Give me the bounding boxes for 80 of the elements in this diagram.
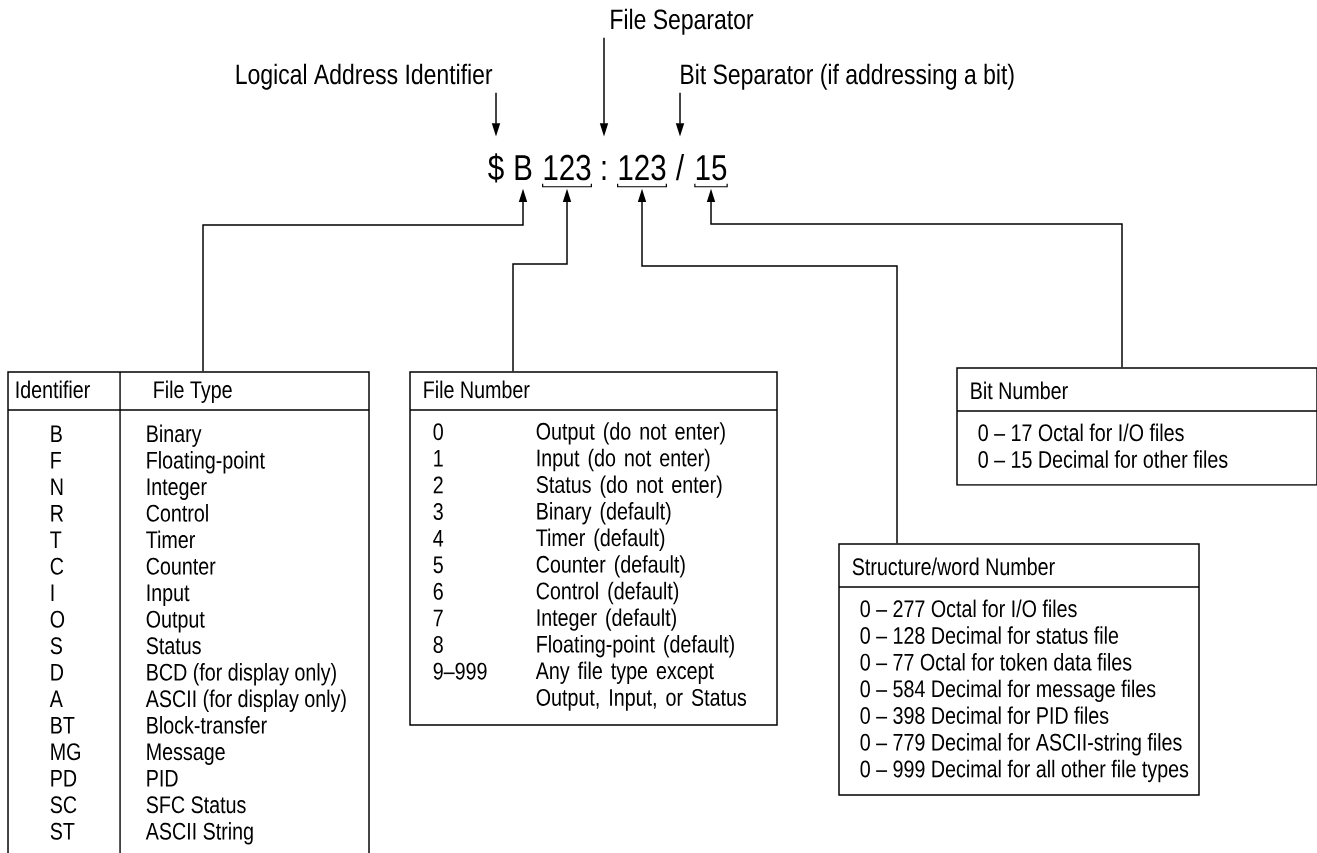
table-cell: T (50, 531, 62, 548)
list-item: Control (default) (536, 581, 679, 605)
list-item: 0 – 77 Octal for token data files (860, 653, 1132, 671)
info-box (838, 543, 1200, 796)
list-item: Timer (default) (536, 528, 665, 551)
address-part: 123 (544, 154, 591, 181)
list-item: 0 – 15 Decimal for other files (978, 450, 1228, 468)
list-item: 8 (433, 636, 443, 654)
list-item: 4 (433, 529, 444, 547)
table-cell: Integer (147, 478, 207, 500)
list-item: Counter (default) (536, 555, 685, 578)
list-item: Binary (default) (537, 502, 671, 525)
table-cell: Control (146, 504, 208, 522)
table-cell: Block-transfer (147, 716, 267, 734)
table-cell: Message (147, 743, 225, 765)
table-cell: F (51, 452, 61, 469)
label: File Separator (611, 8, 754, 35)
box-heading: Bit Number (971, 381, 1068, 400)
column-header: Identifier (16, 380, 90, 399)
label: Bit Separator (if addressing a bit) (681, 63, 1014, 90)
list-item: 0 – 277 Octal for I/O files (860, 599, 1077, 618)
table-cell: N (51, 478, 63, 495)
list-item: Any file type except Output, Input, or Status (535, 661, 747, 711)
table-cell: PD (51, 770, 77, 787)
table-cell: MG (51, 743, 80, 761)
list-item: 0 – 398 Decimal for PID files (860, 706, 1109, 725)
table-cell: B (51, 425, 62, 442)
list-item: 0 – 17 Octal for I/O files (978, 423, 1184, 442)
table-box (7, 371, 370, 853)
table-cell: Status (146, 637, 201, 655)
table-cell: ST (50, 822, 75, 840)
list-item: Status (do not enter) (536, 475, 722, 498)
list-item: 1 (434, 450, 443, 467)
table-cell: BCD (for display only) (147, 663, 336, 686)
list-item: 3 (433, 503, 443, 521)
list-item: Floating-point (default) (537, 635, 734, 658)
list-item: 9–999 (433, 662, 487, 680)
table-cell: SFC Status (146, 796, 246, 814)
list-item: 0 – 999 Decimal for all other file types (860, 759, 1189, 783)
info-box (956, 367, 1317, 486)
info-box (409, 371, 778, 726)
table-cell: Timer (146, 530, 195, 549)
table-cell: R (51, 505, 64, 522)
list-item: 0 – 128 Decimal for status file (860, 626, 1119, 644)
address-part: B (515, 155, 532, 180)
table-cell: BT (51, 717, 75, 734)
list-item: 6 (433, 582, 443, 600)
table-cell: ASCII (for display only) (145, 689, 346, 712)
address-part: 123 (619, 154, 666, 181)
list-item: Integer (default) (537, 608, 676, 631)
table-cell: SC (50, 796, 77, 814)
address-part: 15 (696, 155, 727, 181)
table-cell: Output (146, 610, 205, 633)
table-cell: A (49, 690, 63, 707)
list-item: 0 (433, 423, 443, 441)
list-item: Input (do not enter) (537, 448, 710, 472)
box-heading: File Number (424, 380, 530, 399)
list-item: 7 (433, 609, 443, 627)
table-cell: Counter (146, 557, 216, 575)
address-part: $ (488, 153, 504, 183)
address-part: / (675, 153, 685, 181)
table-cell: O (50, 610, 65, 628)
table-cell: I (51, 584, 54, 601)
list-item: 5 (433, 556, 443, 574)
table-cell: Floating-point (147, 451, 265, 474)
table-cell: C (50, 557, 64, 575)
label: Logical Address Identifier (236, 63, 493, 90)
table-cell: S (50, 637, 62, 655)
table-cell: ASCII String (145, 822, 253, 845)
box-heading: Structure/word Number (852, 557, 1055, 576)
list-item: 0 – 584 Decimal for message files (860, 679, 1156, 703)
address-part: : (602, 160, 606, 180)
list-item: 0 – 779 Decimal for ASCII-string files (860, 733, 1182, 756)
column-header: File Type (154, 380, 232, 403)
table-cell: Input (147, 584, 190, 606)
table-cell: PID (147, 770, 178, 787)
list-item: 2 (433, 476, 443, 494)
table-cell: Binary (147, 424, 202, 447)
list-item: Output (do not enter) (536, 422, 725, 445)
table-cell: D (51, 664, 63, 681)
